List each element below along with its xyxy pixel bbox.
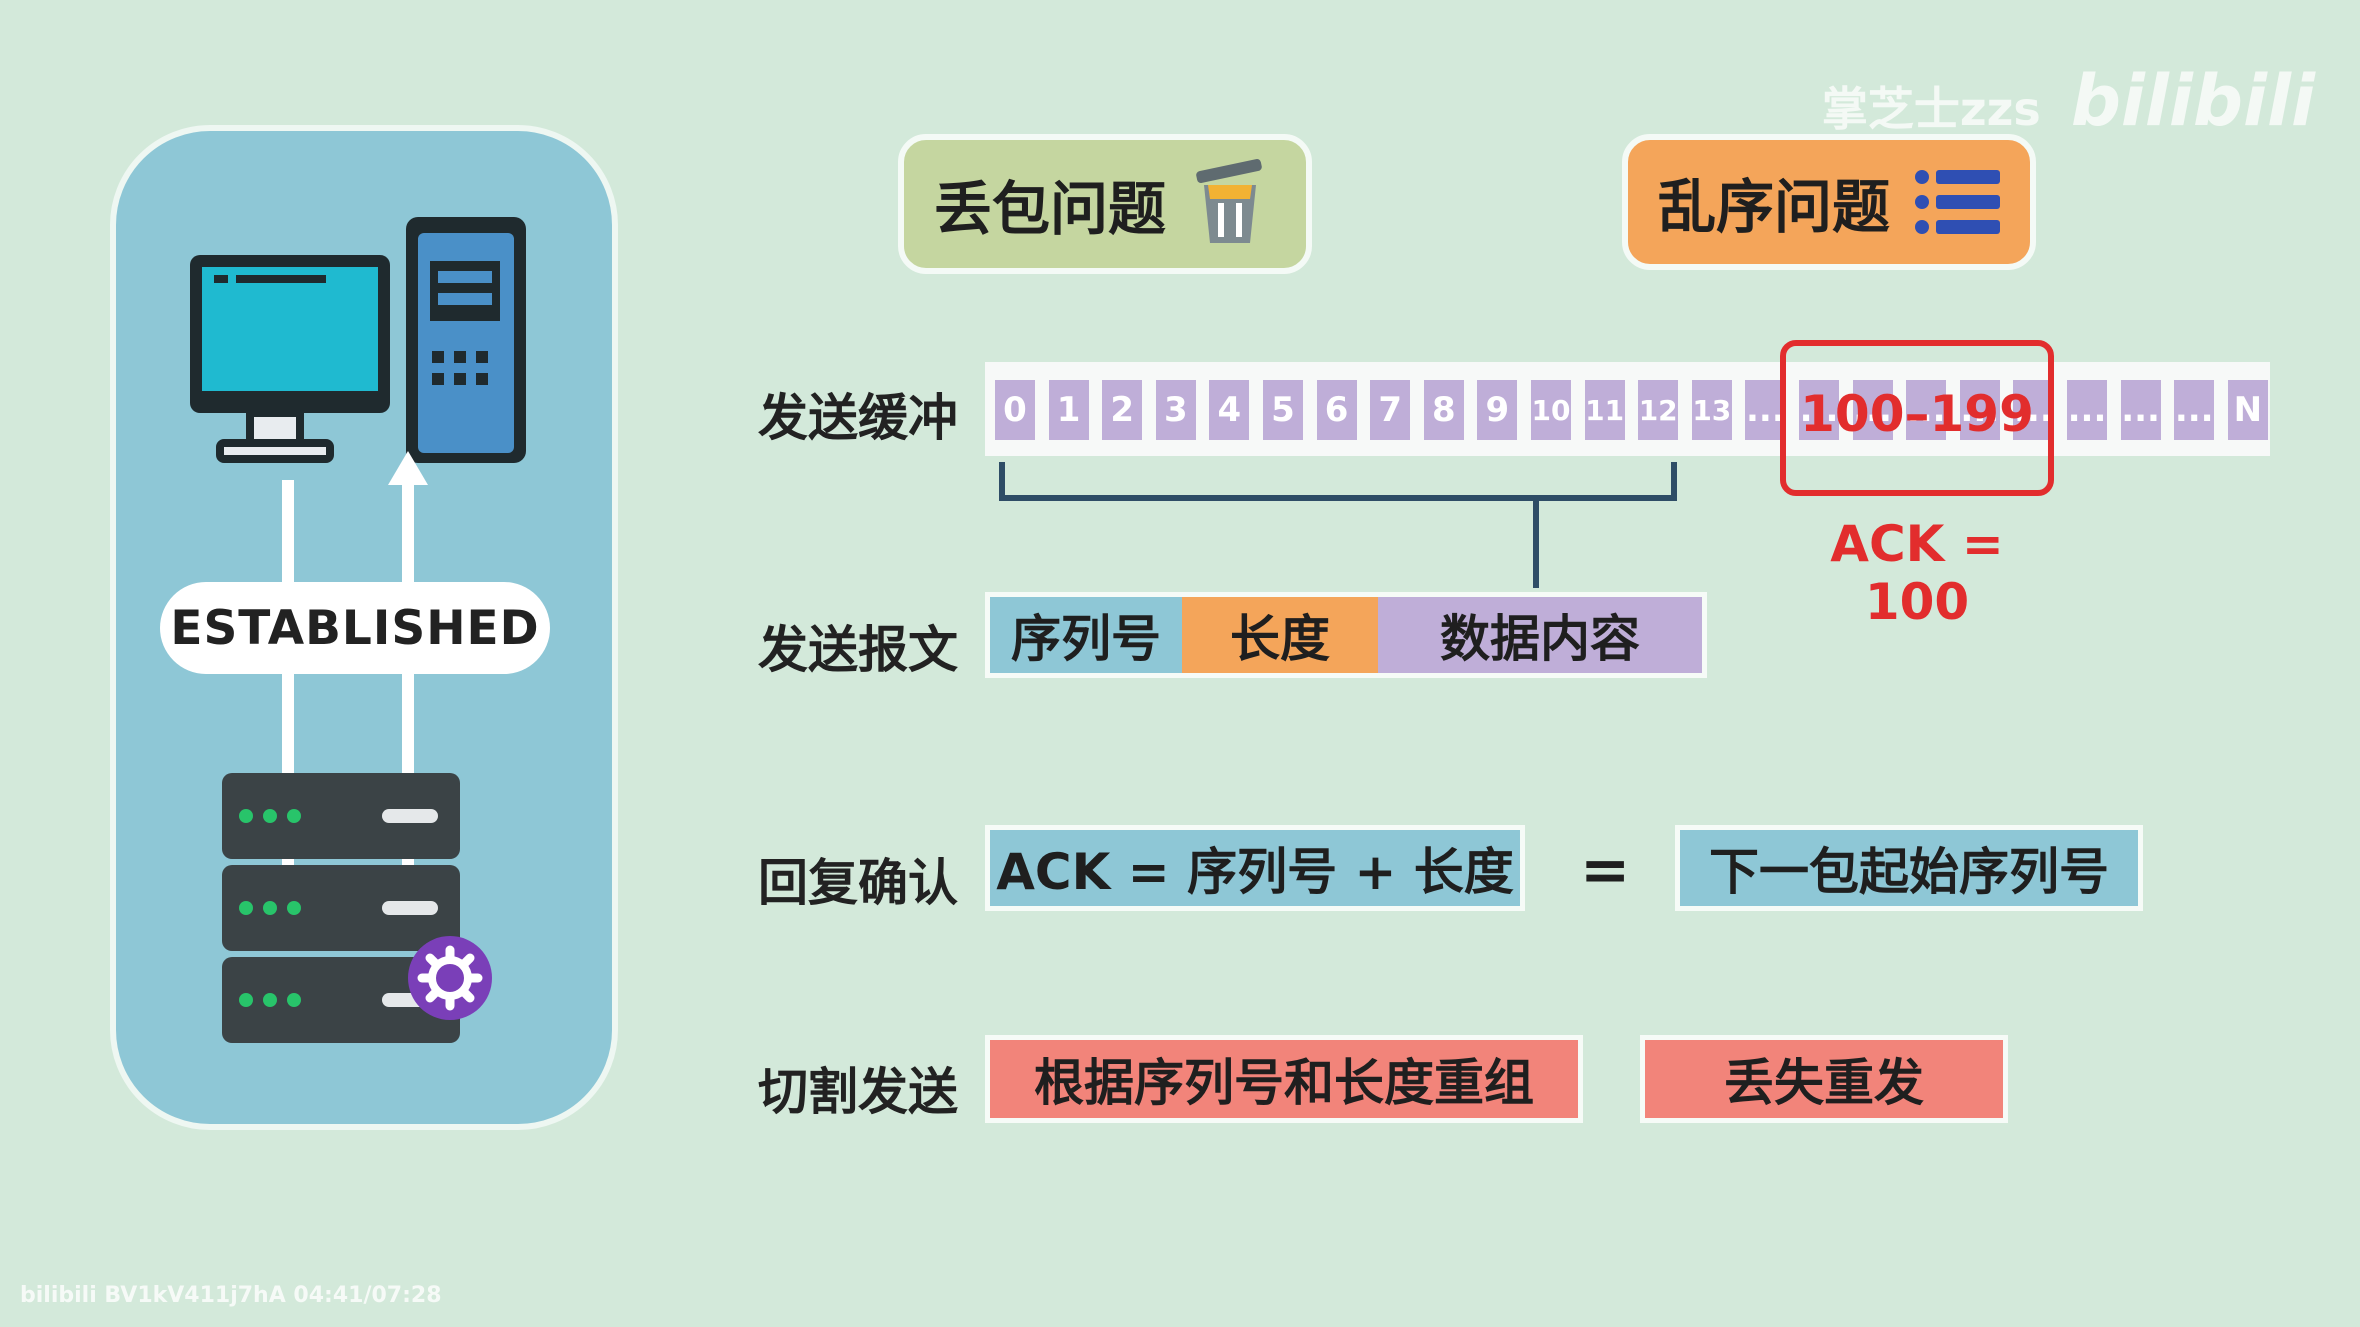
buffer-cell: 10 [1531, 380, 1571, 440]
buffer-cell: 12 [1638, 380, 1678, 440]
buffer-cell: 3 [1156, 380, 1196, 440]
video-id-watermark: bilibili BV1kV411j7hA 04:41/07:28 [20, 1283, 442, 1308]
resend-box: 丢失重发 [1645, 1040, 2003, 1118]
buffer-cell: ... [2174, 380, 2214, 440]
buffer-cell: 5 [1263, 380, 1303, 440]
buffer-cell: 13 [1692, 380, 1732, 440]
send-message-label: 发送报文 [758, 610, 958, 682]
length-field: 长度 [1182, 597, 1378, 673]
out-of-order-tag: 乱序问题 [1622, 134, 2036, 270]
list-icon [1914, 167, 2004, 237]
buffer-cell: N [2228, 380, 2268, 440]
buffer-cell: 9 [1477, 380, 1517, 440]
buffer-cell: 0 [995, 380, 1035, 440]
ack-formula: ACK = 序列号 + 长度 [990, 830, 1520, 906]
established-status-label: ESTABLISHED [160, 582, 550, 674]
buffer-cell: ... [2067, 380, 2107, 440]
range-label: 100–199 [1780, 385, 2054, 443]
buffer-cell: 8 [1424, 380, 1464, 440]
buffer-cell: 1 [1049, 380, 1089, 440]
equals-sign: = [1580, 835, 1630, 905]
packet-loss-tag: 丢包问题 [898, 134, 1312, 274]
buffer-cell: 7 [1370, 380, 1410, 440]
split-send-label: 切割发送 [758, 1052, 958, 1124]
buffer-cell: 11 [1585, 380, 1625, 440]
monitor-icon [190, 255, 390, 459]
ack-reply-label: 回复确认 [758, 843, 958, 915]
ack-100-label: ACK = 100 [1780, 515, 2054, 631]
buffer-cell: 6 [1317, 380, 1357, 440]
watermark: 掌芝士zzs bilibili [1822, 60, 2315, 142]
send-buffer-label: 发送缓冲 [758, 378, 958, 450]
sequence-field: 序列号 [990, 597, 1182, 673]
gear-icon [408, 936, 492, 1020]
packet-loss-label: 丢包问题 [934, 162, 1166, 246]
trash-icon [1190, 159, 1270, 249]
out-of-order-label: 乱序问题 [1658, 160, 1890, 244]
pc-tower-icon [406, 217, 526, 463]
bracket [990, 458, 1690, 593]
buffer-cell: 2 [1102, 380, 1142, 440]
buffer-cell: 4 [1209, 380, 1249, 440]
message-fields: 序列号 长度 数据内容 [990, 597, 1702, 673]
buffer-cell: ... [2121, 380, 2161, 440]
next-sequence-box: 下一包起始序列号 [1680, 830, 2138, 906]
data-field: 数据内容 [1378, 597, 1702, 673]
reassemble-box: 根据序列号和长度重组 [990, 1040, 1578, 1118]
